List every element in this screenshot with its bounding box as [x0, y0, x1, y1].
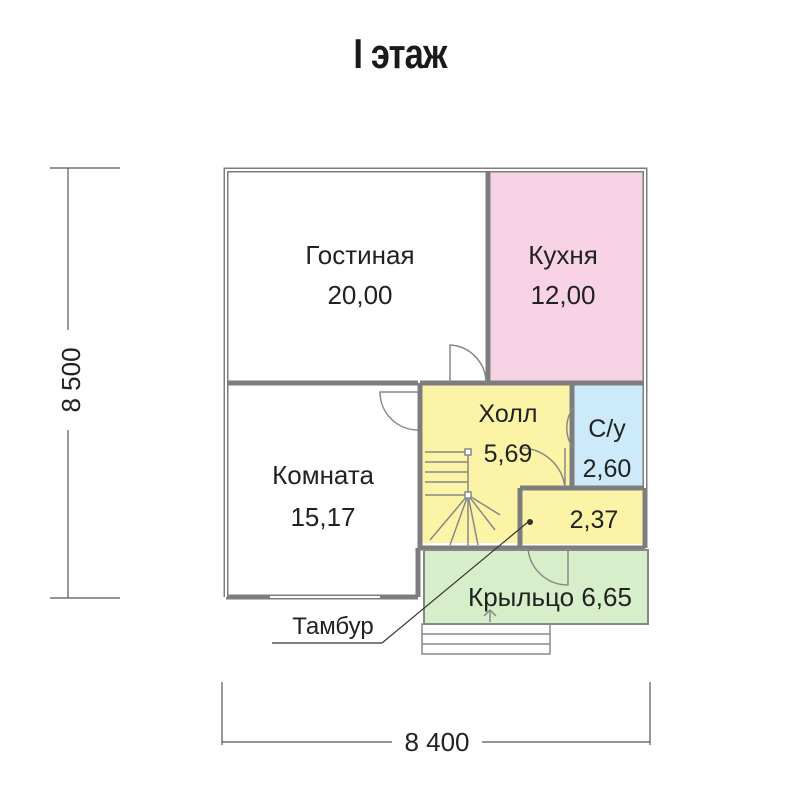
callout-leader [272, 521, 529, 644]
dim-width-bg [392, 725, 482, 759]
callout-vestibule-label: Тамбур [292, 613, 373, 640]
hall-area: 5,69 [484, 440, 533, 468]
wc-fill [573, 383, 643, 487]
vestibule-fill [520, 488, 644, 544]
room-name: Комната [272, 460, 374, 490]
windows [225, 169, 646, 598]
wc-area: 2,60 [583, 455, 632, 483]
dimension-width: 8 400 [404, 727, 469, 757]
living-room-name: Гостиная [305, 240, 414, 270]
doors [379, 344, 574, 586]
kitchen-name: Кухня [528, 240, 598, 270]
dimension-height: 8 500 [56, 347, 86, 412]
callout-dot [527, 519, 533, 525]
dim-height-bg [50, 330, 86, 430]
kitchen-area: 12,00 [530, 280, 595, 310]
wc-name: С/у [588, 415, 626, 443]
room-area: 15,17 [290, 502, 355, 532]
kitchen-fill [488, 172, 643, 382]
porch-fill [424, 550, 648, 624]
porch-steps [421, 608, 551, 655]
hall-name: Холл [479, 400, 538, 428]
staircase [425, 448, 501, 548]
porch-label: Крыльцо 6,65 [468, 582, 632, 612]
floor-title: I этаж [353, 30, 447, 77]
living-room-area: 20,00 [327, 280, 392, 310]
vestibule-area: 2,37 [570, 506, 619, 534]
